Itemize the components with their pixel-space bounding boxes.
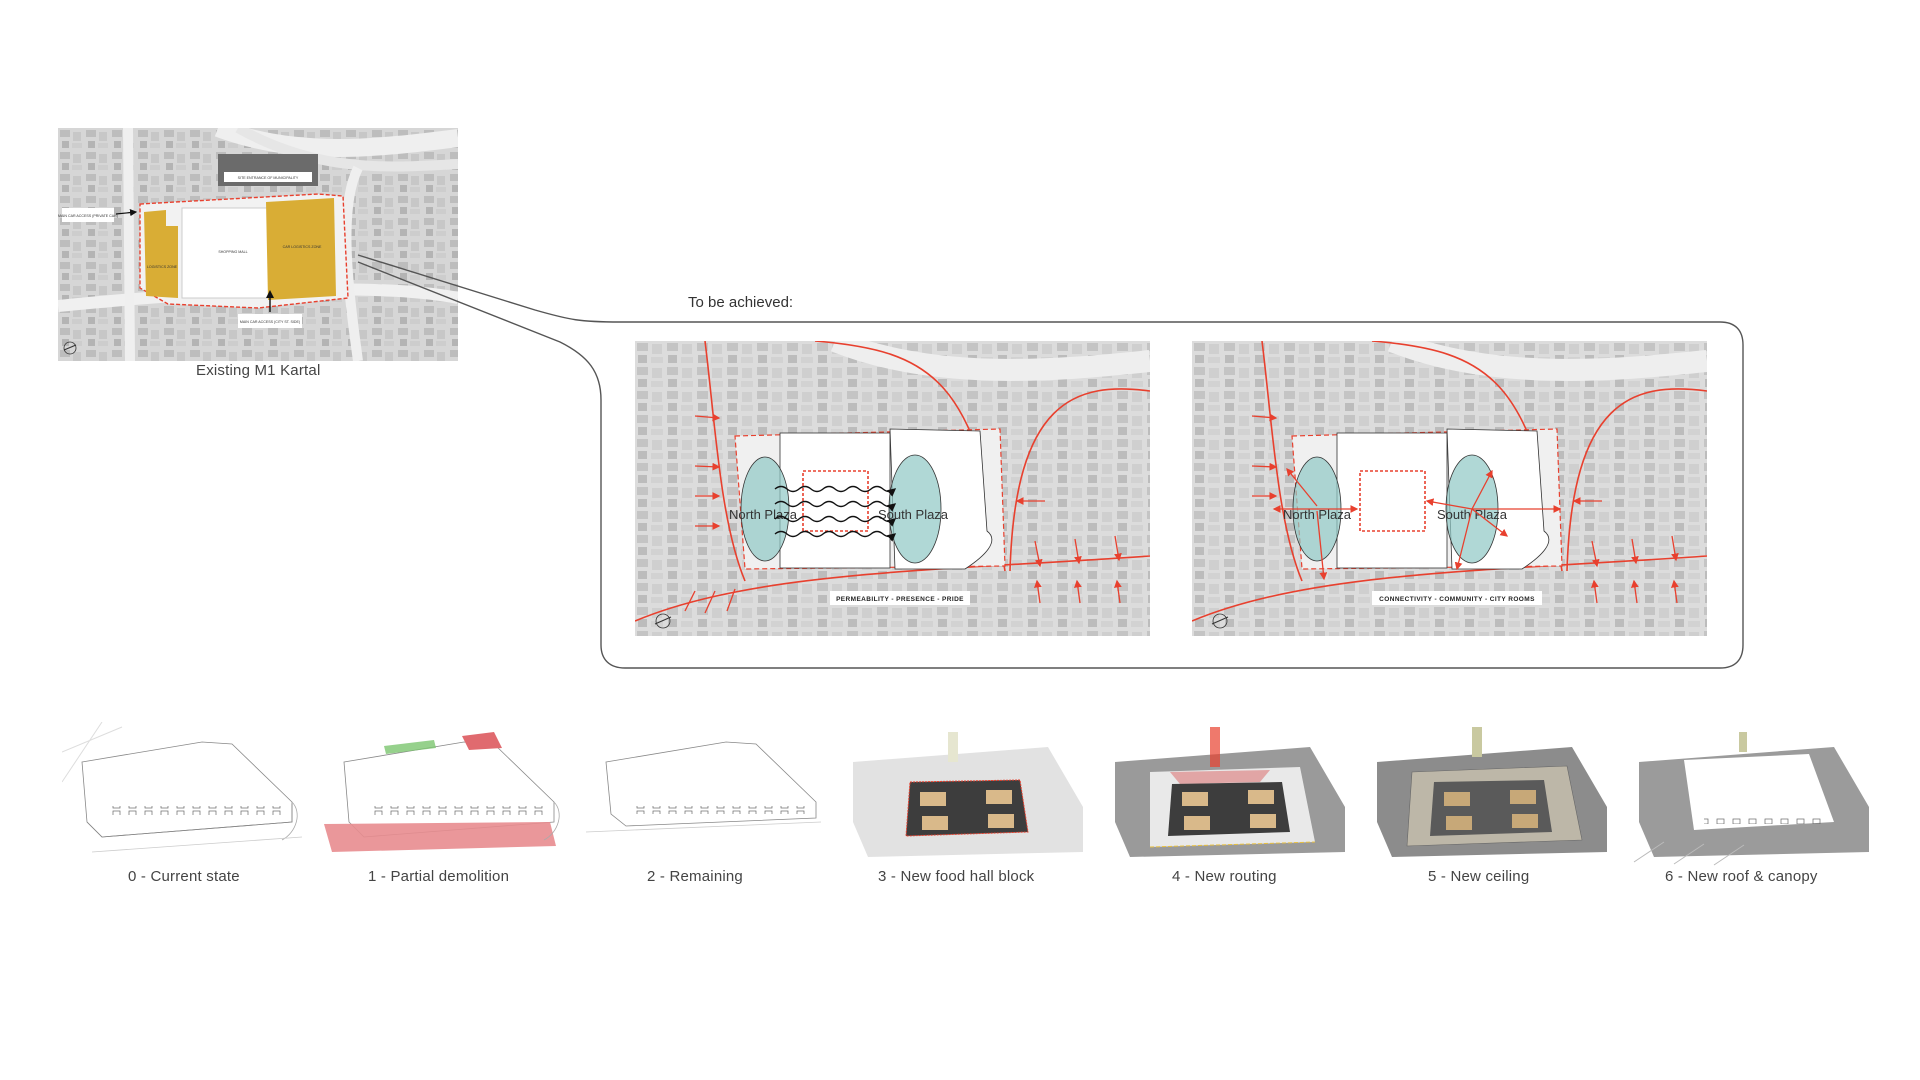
- step-4-diagram: [1115, 727, 1345, 857]
- existing-site-map: SITE ENTRANCE OF MUNICIPALITY SHOPPING M…: [58, 128, 458, 361]
- step-3-diagram: [853, 732, 1083, 857]
- north-arrow-icon: [63, 341, 77, 355]
- north-arrow-icon: [654, 613, 672, 629]
- step-diagram-row: [62, 722, 1872, 892]
- north-plaza-label: North Plaza: [729, 507, 798, 522]
- step-0-diagram: [62, 722, 303, 853]
- step-2-label: 2 - Remaining: [647, 868, 743, 885]
- vision-panel-2: North Plaza South Plaza CONNECTIVITY -: [1192, 341, 1707, 636]
- wavy-arrow-icon: [774, 485, 897, 542]
- right-zone-label: CAR LOGISTICS ZONE: [283, 245, 322, 249]
- left-zone-label: LOGISTICS ZONE: [147, 265, 178, 269]
- panel-2-banner: CONNECTIVITY - COMMUNITY - CITY ROOMS: [1379, 596, 1535, 603]
- step-2-diagram: [585, 741, 822, 833]
- step-5-label: 5 - New ceiling: [1428, 868, 1530, 885]
- bottom-access-label: MAIN CAR ACCESS (CITY ST. SIDE): [240, 320, 300, 324]
- north-arrow-icon: [1211, 613, 1229, 629]
- south-plaza-label: South Plaza: [1437, 507, 1508, 522]
- shopping-mall-label: SHOPPING MALL: [218, 250, 247, 254]
- top-block-label: SITE ENTRANCE OF MUNICIPALITY: [238, 176, 299, 180]
- step-6-label: 6 - New roof & canopy: [1665, 868, 1818, 885]
- left-access-label: MAIN CAR ACCESS (PRIVATE CAR): [58, 214, 118, 218]
- step-1-diagram: [324, 732, 560, 852]
- vision-panel-1: North Plaza South Plaza PE: [635, 341, 1150, 636]
- step-4-label: 4 - New routing: [1172, 868, 1277, 885]
- step-5-diagram: [1377, 727, 1607, 857]
- existing-caption: Existing M1 Kartal: [196, 362, 321, 379]
- south-plaza-label: South Plaza: [878, 507, 949, 522]
- vision-heading: To be achieved:: [688, 294, 794, 311]
- step-0-label: 0 - Current state: [128, 868, 240, 885]
- entry-arrow-icon: [684, 413, 1122, 614]
- step-1-label: 1 - Partial demolition: [368, 868, 510, 885]
- step-3-label: 3 - New food hall block: [878, 868, 1035, 885]
- panel-1-banner: PERMEABILITY - PRESENCE - PRIDE: [836, 596, 964, 603]
- entry-arrow-icon: [1251, 413, 1679, 604]
- step-6-diagram: [1633, 732, 1869, 866]
